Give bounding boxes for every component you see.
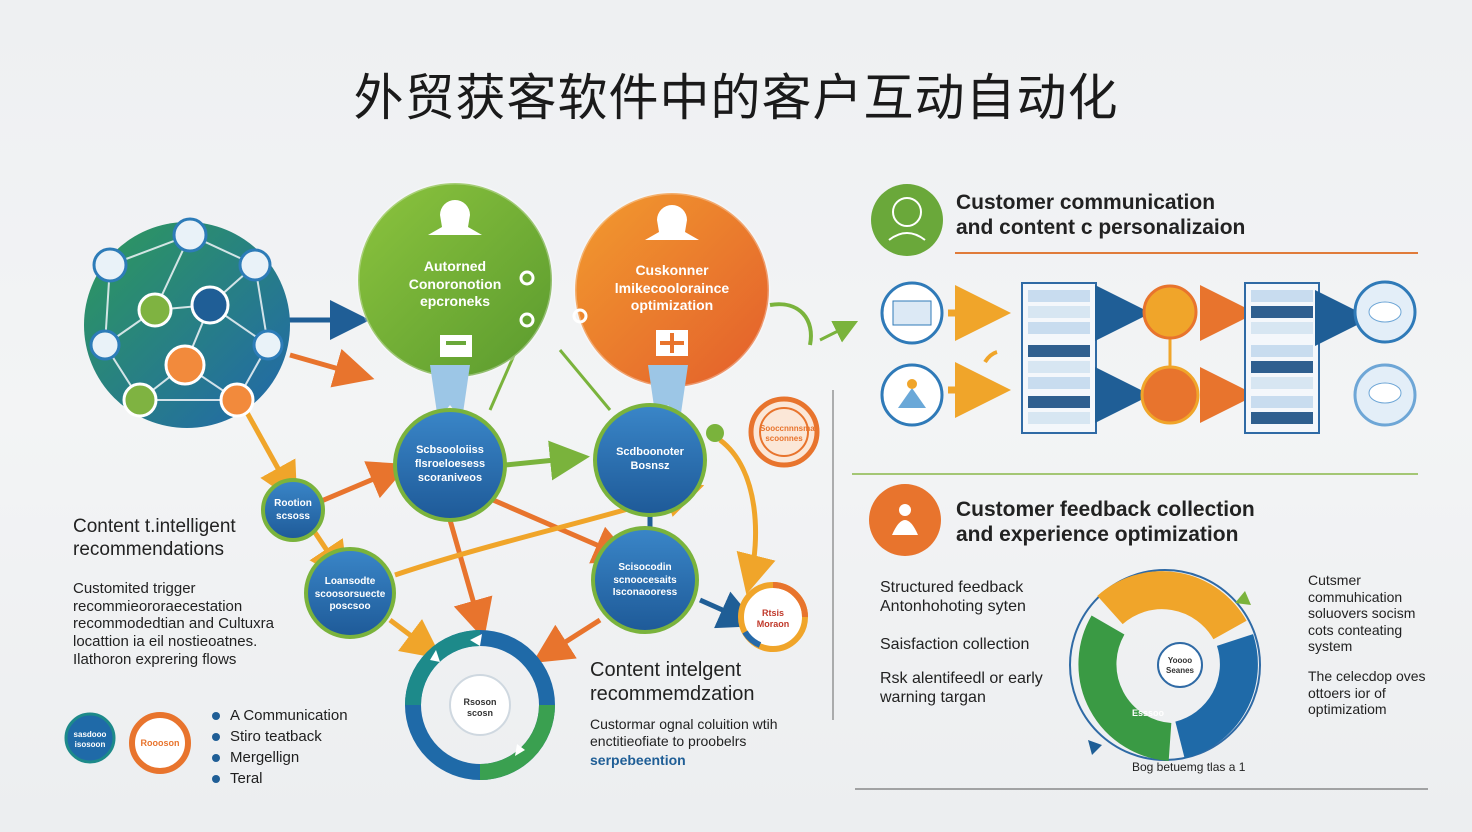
- network-circle: [84, 217, 290, 428]
- feedback-side-text-2: The celecdop oves ottoers ior of optimiz…: [1308, 668, 1426, 718]
- automation-label: Autorned Conoronotion epcroneks: [408, 258, 502, 309]
- feedback-small-label: Esssoo: [1131, 708, 1164, 718]
- bullet-icon: [212, 753, 220, 762]
- bullet-icon: [212, 711, 220, 720]
- bullet-icon: [212, 732, 220, 741]
- blue-mid-label-2: Scdboonoter Bosnsz: [616, 446, 684, 472]
- automation-circle: [356, 181, 554, 379]
- blue-mid-label-1: Scbsooloiiss flsroeloesess scoraniveos: [414, 444, 486, 484]
- legend-item: Mergellign: [212, 747, 348, 768]
- legend: A Communication Stiro teatback Mergellig…: [212, 705, 348, 789]
- legend-blue-label: sasdooo isosoon: [73, 730, 107, 749]
- feedback-heading: Customer feedback collection and experie…: [956, 498, 1255, 547]
- center-panel-heading: Content intelgent recommemdzation: [590, 659, 755, 705]
- optimization-label: Cuskonner lmikecooloraince optimization: [614, 262, 730, 313]
- small-left-label: Rootion scsoss: [274, 498, 312, 522]
- legend-item: A Communication: [212, 705, 348, 726]
- legend-item: Teral: [212, 768, 348, 789]
- legend-item: Stiro teatback: [212, 726, 348, 747]
- legend-blue-circle: [64, 712, 116, 764]
- center-panel-body: Custormar ognal coluition wtih enctitieo…: [590, 716, 778, 749]
- feedback-item-3: Rsk alentifeedl or early warning targan: [880, 670, 1043, 706]
- feedback-section: [869, 484, 1261, 761]
- feedback-center-label: Yoooo Seanes: [1165, 656, 1195, 675]
- ribbon-left: [430, 365, 470, 420]
- blue-mid-circles: [261, 403, 724, 639]
- orange-ring-label: Sooccnnnsmas scoonnes: [760, 424, 820, 443]
- bullet-icon: [212, 774, 220, 783]
- page-title: 外贸获客软件中的客户互动自动化: [353, 69, 1119, 127]
- cycle-circle: [405, 630, 555, 780]
- feedback-item-1: Structured feedback Antonhohoting syten: [880, 579, 1026, 615]
- feedback-item-2: Saisfaction collection: [880, 636, 1030, 653]
- left-panel-body: Customited trigger recommieororaecestati…: [73, 580, 274, 668]
- legend-orange-circle: [129, 712, 191, 774]
- feedback-side-text-1: Cutsmer commuhication soluovers socism c…: [1308, 572, 1416, 655]
- communication-flow: [871, 184, 1417, 434]
- cycle-center-label: Rsoson scosn: [463, 697, 497, 719]
- center-panel-link[interactable]: serpebeention: [590, 752, 686, 768]
- blue-low-label-1: Loansodte scoosorsuecte poscsoo: [314, 576, 386, 612]
- feedback-bottom-label: Bog betuemg tlas a 1: [1132, 760, 1246, 774]
- orange-small-label: Rtsis Moraon: [756, 608, 790, 630]
- communication-heading: Customer communication and content c per…: [956, 191, 1246, 240]
- orange-small-circle: [738, 582, 808, 652]
- legend-orange-label: Roooson: [140, 738, 180, 748]
- blue-low-label-2: Scisocodin scnoocesaits Isconaooress: [612, 562, 678, 598]
- left-panel-heading: Content t.intelligent recommendations: [73, 516, 236, 560]
